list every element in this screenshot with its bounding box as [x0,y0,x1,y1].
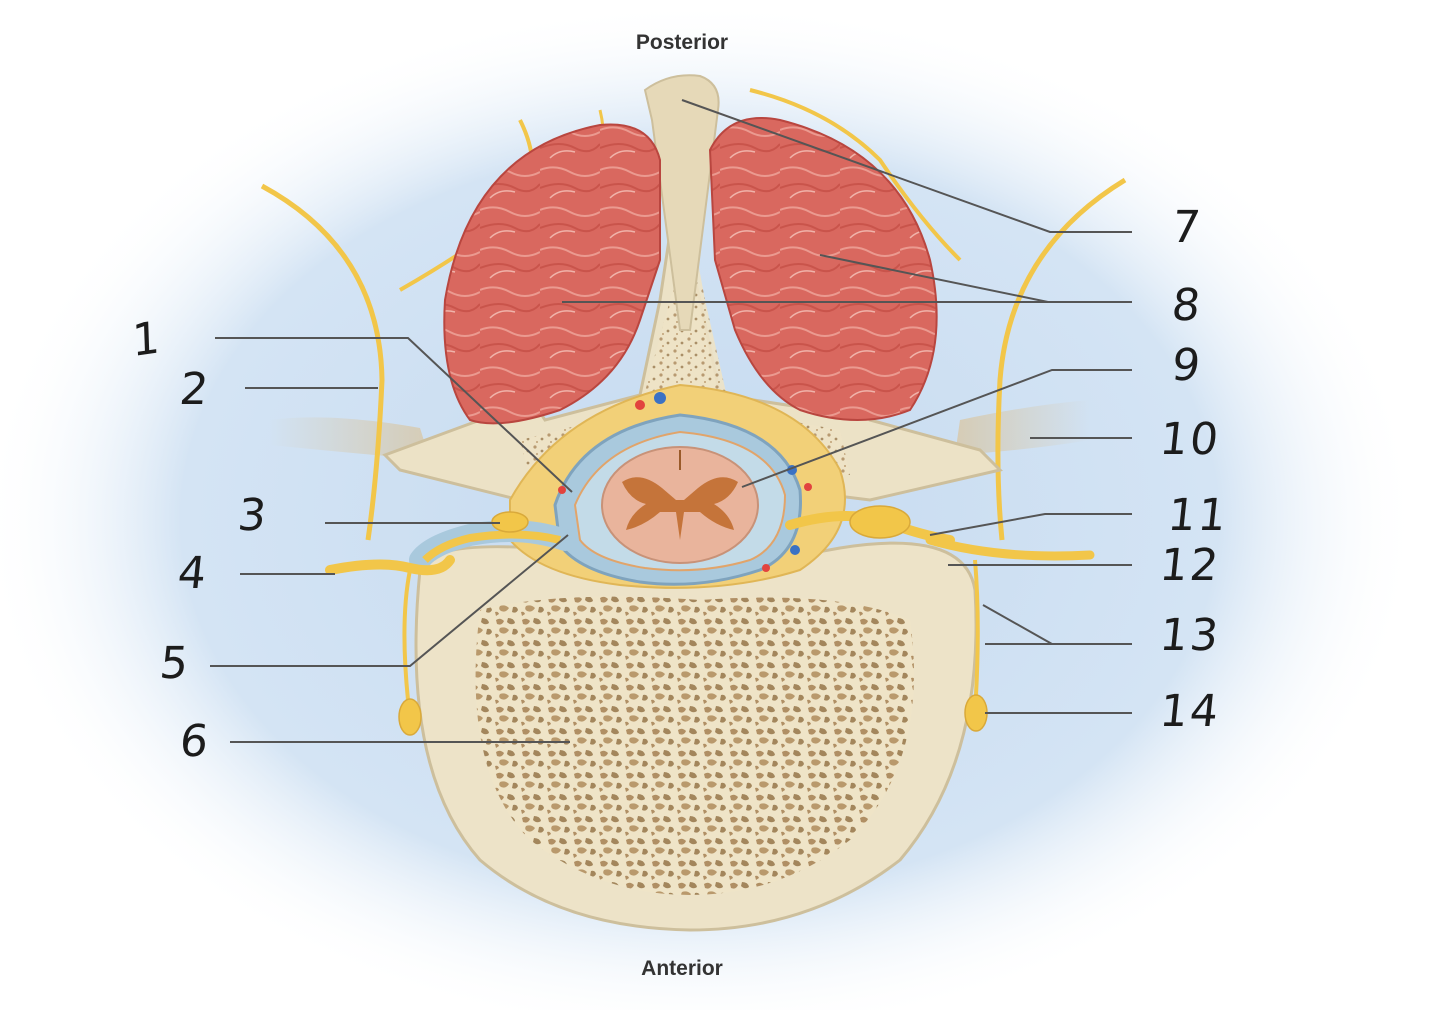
spinal-nerve-left [325,555,455,576]
artery [558,486,566,494]
callout-number-10: 10 [1157,414,1223,465]
vertebral-body-spongy-bone [475,596,914,895]
callout-number-14: 14 [1157,686,1223,737]
leader-lines [210,99,1132,743]
dorsal-root-ganglion-right [849,505,911,539]
spinal-nerve-right [925,535,1095,561]
posterior-ramus-right [995,177,1127,541]
artery [635,400,645,410]
leader-line-9 [741,369,1132,488]
sympathetic-ganglion-left [398,698,422,736]
callout-number-1: 1 [131,311,163,368]
sympathetic-ganglion-right [964,694,988,732]
callout-number-4: 4 [175,548,211,599]
deep-back-muscle-right [708,117,938,421]
deep-back-muscle-left [443,123,661,425]
anterior-label: Anterior [641,957,723,980]
leader-line-8b [819,254,1049,303]
spinous-process [643,74,720,331]
leader-line-7 [681,99,1132,233]
ramus-communicans-left [402,569,412,701]
callout-number-11: 11 [1165,490,1231,541]
vein [654,392,666,404]
ramus-communicans-right [973,559,980,696]
rib-right [955,400,1090,455]
leader-line-11 [929,513,1132,536]
vein [790,545,800,555]
nerve-branch [749,88,962,262]
nerve-root-left [422,530,561,563]
callout-number-12: 12 [1157,540,1223,591]
rib-left [270,417,430,460]
gray-matter [622,477,738,540]
leader-line-13 [982,604,1132,645]
callout-number-5: 5 [157,638,193,689]
callout-number-13: 13 [1157,610,1223,661]
callout-number-9: 9 [1169,340,1205,391]
leader-line-5 [210,534,569,667]
callout-number-8: 8 [1169,280,1205,331]
lamina-spongy-bone [520,220,850,478]
artery [804,483,812,491]
callout-number-3: 3 [235,490,271,541]
posterior-ramus-left [260,183,385,541]
leader-line-1 [215,337,573,493]
callout-number-6: 6 [177,716,213,767]
callout-number-7: 7 [1169,202,1205,253]
callout-number-2: 2 [177,364,213,415]
posterior-label: Posterior [635,31,729,54]
artery [762,564,770,572]
